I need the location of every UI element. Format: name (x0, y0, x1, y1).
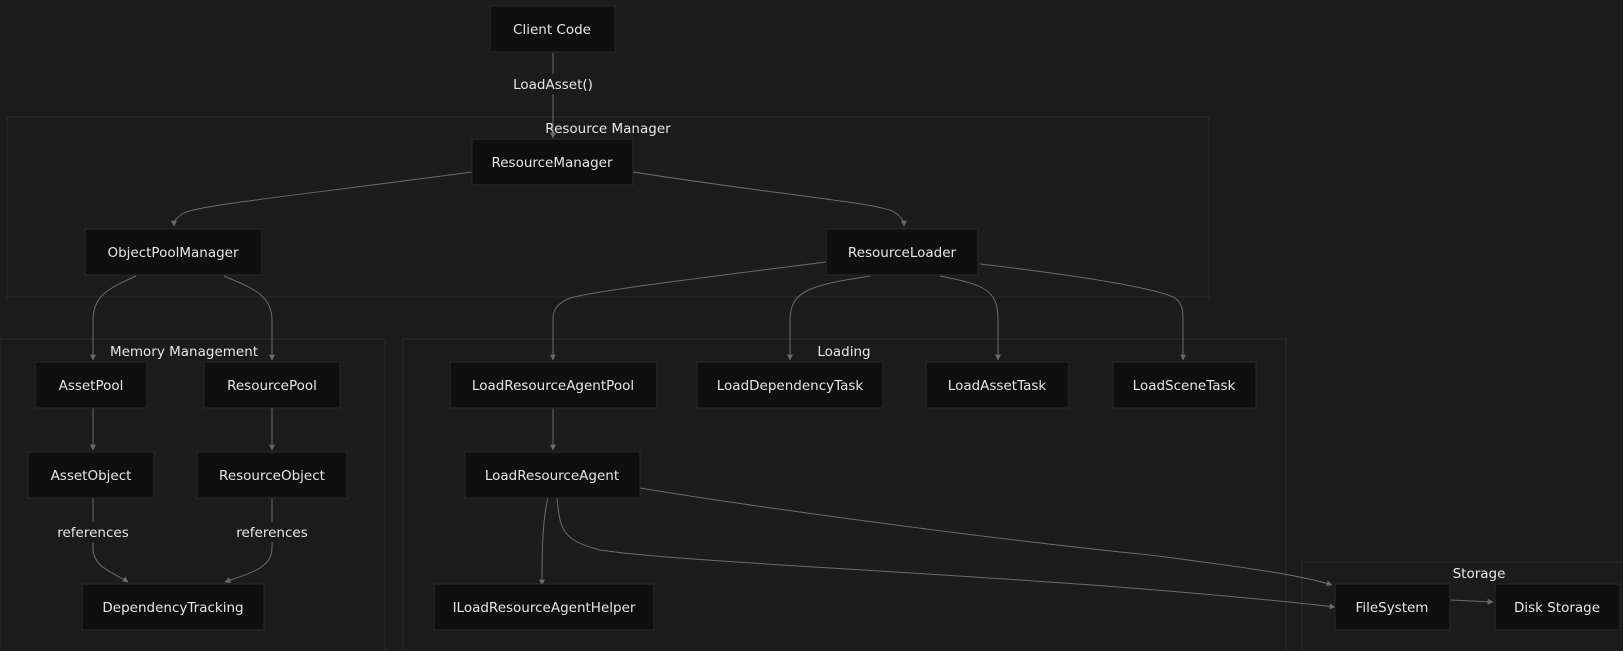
edge-agent-to-filesystem-lower (556, 497, 1336, 610)
node-load-resource-agent-pool-label: LoadResourceAgentPool (472, 378, 634, 394)
edge-resourceobject-to-dependencytracking (224, 498, 273, 583)
node-asset-pool-label: AssetPool (59, 378, 124, 394)
edge-label-asset-references: references (56, 522, 130, 542)
node-asset-object[interactable]: AssetObject (27, 451, 155, 499)
node-load-asset-task[interactable]: LoadAssetTask (925, 361, 1070, 409)
cluster-storage: Storage (1301, 561, 1623, 651)
edge-label-load-asset: LoadAsset() (512, 74, 594, 94)
node-object-pool-manager[interactable]: ObjectPoolManager (84, 228, 263, 276)
node-client-code[interactable]: Client Code (489, 5, 616, 53)
cluster-storage-title: Storage (1453, 566, 1506, 582)
edge-filesystem-to-diskstorage (1449, 598, 1494, 605)
edge-agent-to-helper (539, 497, 549, 586)
cluster-memory-management-title: Memory Management (110, 344, 258, 360)
node-client-code-label: Client Code (513, 22, 591, 38)
edge-agent-to-filesystem-upper (639, 487, 1333, 587)
node-load-resource-agent[interactable]: LoadResourceAgent (464, 451, 641, 499)
node-resource-loader[interactable]: ResourceLoader (825, 228, 979, 276)
node-resource-loader-label: ResourceLoader (848, 245, 957, 261)
node-load-scene-task-label: LoadSceneTask (1133, 378, 1236, 394)
edge-resourceloader-to-agentpool (550, 261, 827, 361)
cluster-resource-manager: Resource Manager (6, 116, 1210, 298)
node-resource-manager-label: ResourceManager (491, 155, 613, 171)
node-file-system-label: FileSystem (1356, 600, 1429, 616)
node-load-asset-task-label: LoadAssetTask (948, 378, 1047, 394)
edge-resourcemanager-to-objectpoolmanager (171, 171, 473, 227)
edge-resourceloader-to-assettask (939, 275, 1001, 361)
node-file-system[interactable]: FileSystem (1334, 583, 1451, 631)
edge-label-load-asset-text: LoadAsset() (513, 77, 593, 93)
node-iload-resource-agent-helper-label: ILoadResourceAgentHelper (453, 600, 636, 616)
node-load-resource-agent-label: LoadResourceAgent (485, 468, 619, 484)
cluster-loading-title: Loading (817, 344, 870, 360)
edge-label-resource-references: references (235, 522, 309, 542)
node-load-dependency-task[interactable]: LoadDependencyTask (696, 361, 884, 409)
edge-resourceloader-to-dependencytask (787, 275, 871, 361)
cluster-memory-management: Memory Management (0, 338, 386, 651)
edge-resourceloader-to-scenetask (979, 263, 1186, 361)
node-resource-object-label: ResourceObject (219, 468, 325, 484)
edge-label-asset-references-text: references (57, 525, 129, 541)
node-resource-pool-label: ResourcePool (227, 378, 317, 394)
node-load-dependency-task-label: LoadDependencyTask (717, 378, 864, 394)
node-asset-pool[interactable]: AssetPool (34, 361, 148, 409)
node-resource-manager[interactable]: ResourceManager (471, 138, 634, 186)
node-load-scene-task[interactable]: LoadSceneTask (1112, 361, 1257, 409)
node-dependency-tracking[interactable]: DependencyTracking (81, 583, 265, 631)
edges (90, 53, 1494, 610)
node-resource-object[interactable]: ResourceObject (196, 451, 348, 499)
node-disk-storage-label: Disk Storage (1514, 600, 1600, 616)
cluster-loading: Loading (402, 338, 1287, 651)
node-load-resource-agent-pool[interactable]: LoadResourceAgentPool (449, 361, 658, 409)
edge-label-resource-references-text: references (236, 525, 308, 541)
node-iload-resource-agent-helper[interactable]: ILoadResourceAgentHelper (433, 583, 655, 631)
node-asset-object-label: AssetObject (51, 468, 132, 484)
edge-resourcemanager-to-resourceloader (632, 171, 907, 227)
node-dependency-tracking-label: DependencyTracking (102, 600, 243, 616)
edge-assetobject-to-dependencytracking (92, 498, 129, 583)
edge-objectpoolmanager-to-resourcepool (223, 275, 275, 361)
node-disk-storage[interactable]: Disk Storage (1494, 583, 1621, 631)
cluster-resource-manager-title: Resource Manager (545, 121, 671, 137)
node-resource-pool[interactable]: ResourcePool (203, 361, 341, 409)
node-object-pool-manager-label: ObjectPoolManager (107, 245, 239, 261)
edge-objectpoolmanager-to-assetpool (90, 275, 137, 361)
